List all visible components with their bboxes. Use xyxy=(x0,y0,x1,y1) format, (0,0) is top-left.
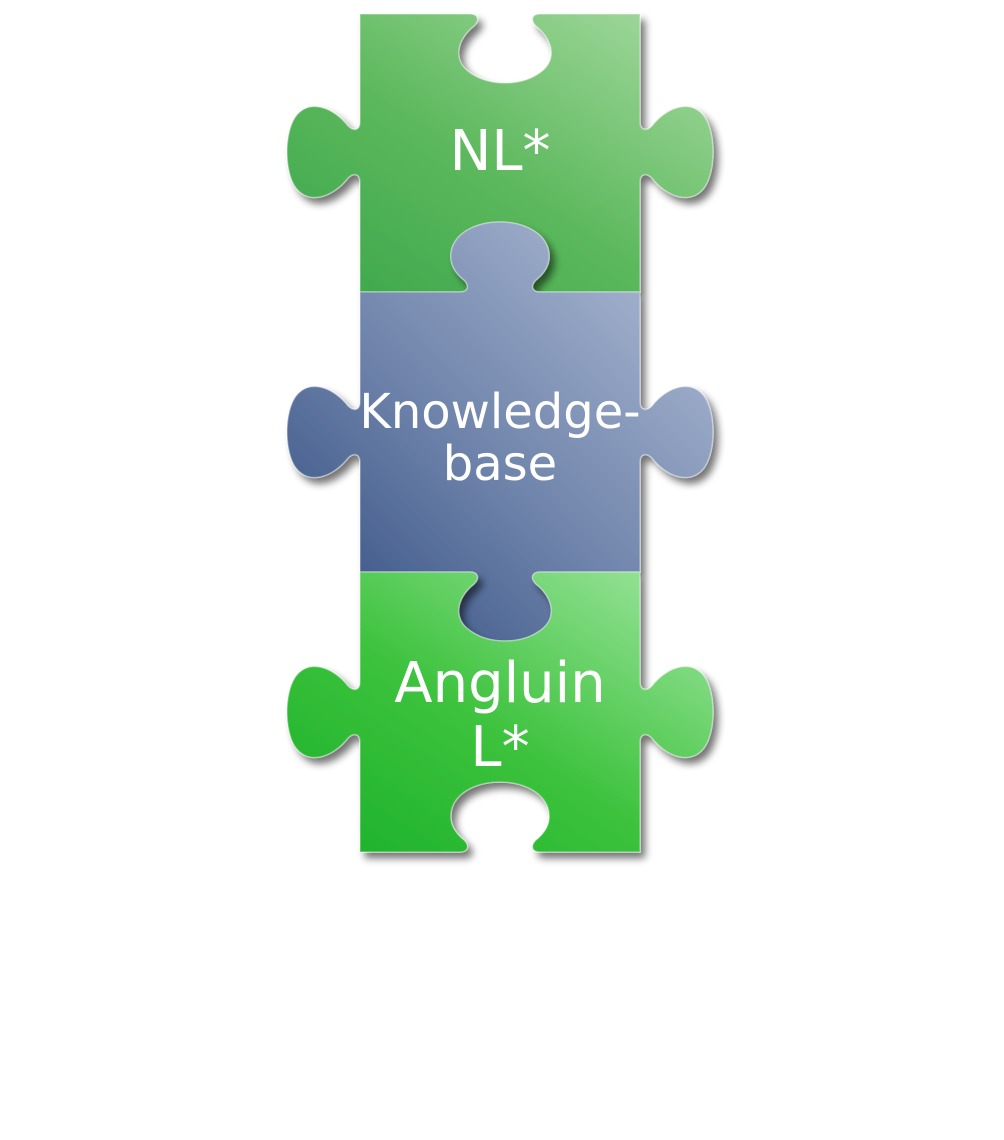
puzzle-label-knowledge-base-line2: base xyxy=(443,436,557,492)
puzzle-piece-angluin-l-star-shape xyxy=(286,571,714,853)
puzzle-piece-knowledge-base-shape xyxy=(286,221,714,642)
puzzle-label-knowledge-base-line1: Knowledge- xyxy=(359,384,640,440)
puzzle-label-angluin-line2: L* xyxy=(470,715,529,780)
puzzle-label-angluin-line1: Angluin xyxy=(394,651,605,716)
puzzle-piece-knowledge-base xyxy=(286,221,714,642)
puzzle-piece-angluin-l-star xyxy=(286,571,714,853)
puzzle-label-nl-star: NL* xyxy=(449,119,550,184)
